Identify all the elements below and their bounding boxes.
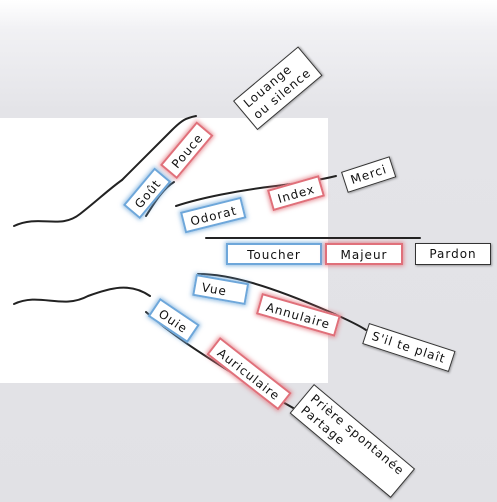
- finger-label-middle: Majeur: [325, 243, 403, 265]
- sense-label-touch: Toucher: [226, 243, 322, 265]
- wrist-bottom-line: [13, 286, 151, 305]
- wrist-top-line: [13, 179, 123, 227]
- meaning-box-middle: Pardon: [415, 243, 491, 265]
- thumb-inner-line: [145, 181, 175, 217]
- thumb-outline: [121, 115, 197, 181]
- ring-outline: [197, 273, 367, 331]
